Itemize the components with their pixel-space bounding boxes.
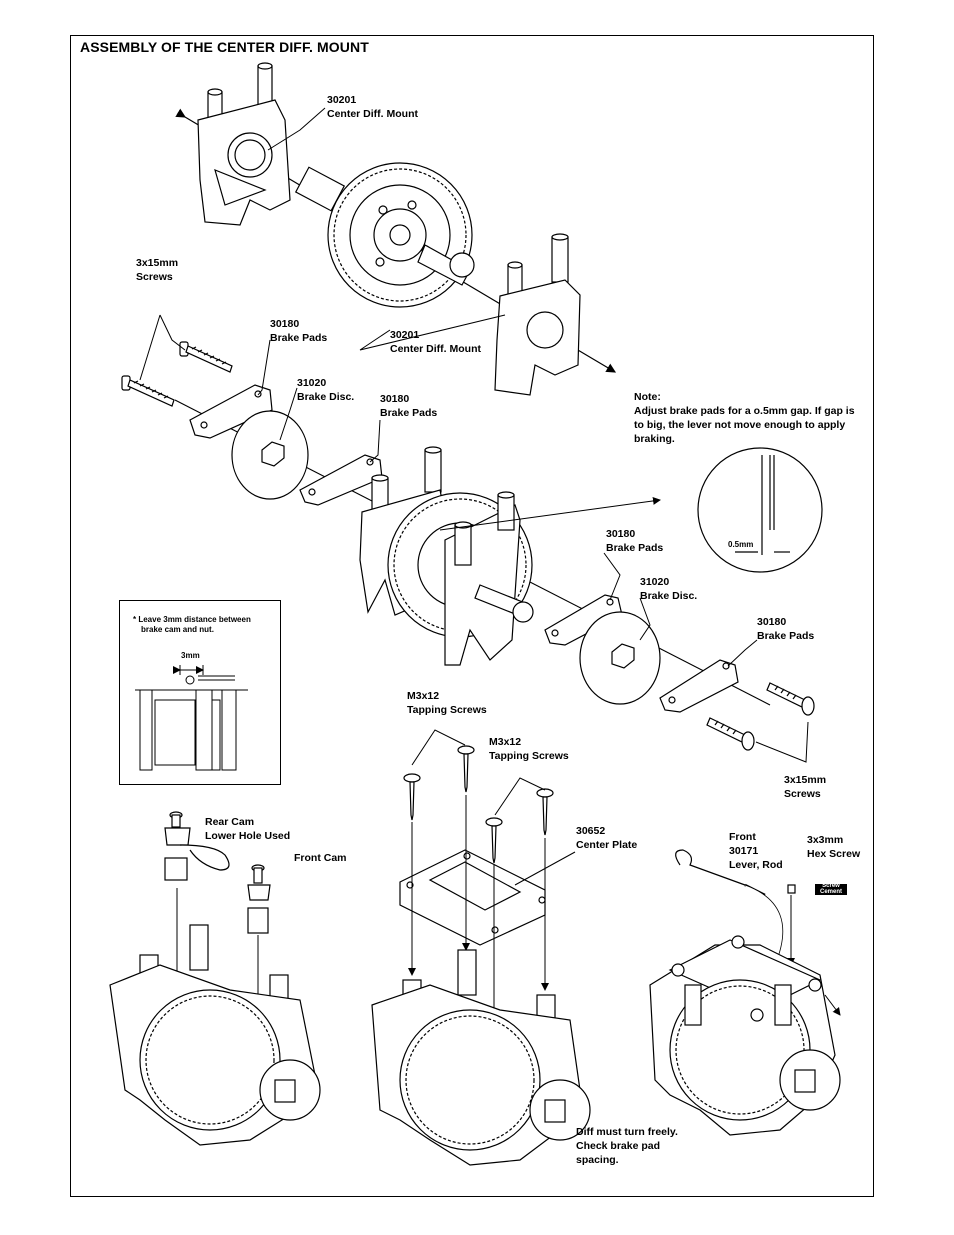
note-text: Adjust brake pads for a o.5mm gap. If ga… <box>634 405 855 445</box>
center-diff-mount-mid <box>494 233 581 396</box>
brake-pad-2 <box>299 454 383 506</box>
center-plate-group <box>371 729 591 1166</box>
label-front-cam: Front Cam <box>294 852 347 864</box>
note-block: Note: Adjust brake pads for a o.5mm gap.… <box>634 390 864 446</box>
lever-assembly <box>649 849 841 1136</box>
inset-box <box>119 600 281 785</box>
inset-note: * Leave 3mm distance between brake cam a… <box>133 615 251 634</box>
brake-pad-1 <box>189 384 273 439</box>
inset-dimension: 3mm <box>181 651 200 660</box>
inset-drawing <box>135 665 248 771</box>
brake-pad-4 <box>659 659 739 713</box>
page-frame <box>70 35 874 1197</box>
gap-dimension: 0.5mm <box>728 540 754 549</box>
screws-left <box>121 341 233 407</box>
cam-assembly <box>109 811 321 1146</box>
page-title: ASSEMBLY OF THE CENTER DIFF. MOUNT <box>80 39 369 55</box>
center-differential <box>294 162 475 308</box>
center-diff-mount-top <box>197 62 291 226</box>
note-heading: Note: <box>634 391 661 403</box>
center-assembly <box>359 446 534 666</box>
screws-right <box>706 682 815 751</box>
tapping-screws <box>403 745 554 864</box>
gap-detail-circle <box>697 447 823 573</box>
